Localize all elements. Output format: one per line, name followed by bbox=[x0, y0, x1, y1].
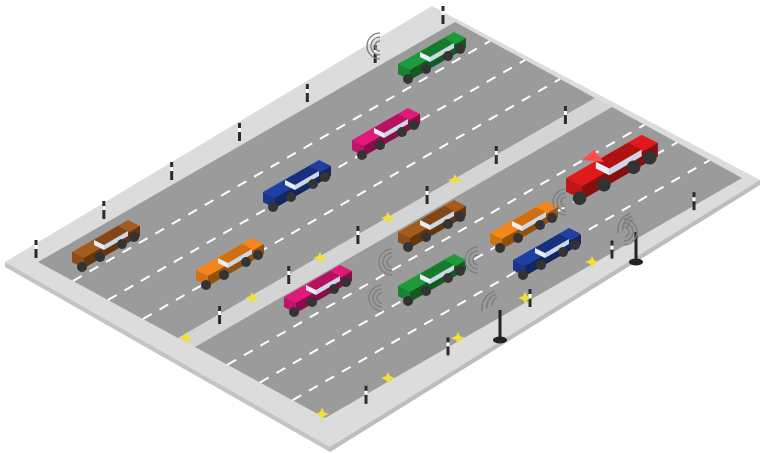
delineator-post-icon bbox=[442, 6, 445, 24]
wheel bbox=[518, 270, 528, 280]
wheel bbox=[455, 266, 465, 276]
delineator-post-icon bbox=[218, 306, 221, 324]
wheel bbox=[219, 270, 229, 280]
wheel bbox=[320, 172, 330, 182]
wheel bbox=[403, 296, 413, 306]
delineator-post-icon bbox=[287, 266, 290, 284]
wheel bbox=[570, 240, 580, 250]
wheel bbox=[421, 286, 431, 296]
wheel bbox=[357, 150, 367, 160]
wheel bbox=[268, 202, 278, 212]
delineator-post-icon bbox=[693, 192, 696, 210]
delineator-post-icon bbox=[365, 386, 368, 404]
wheel bbox=[643, 151, 657, 165]
wheel bbox=[286, 192, 296, 202]
wheel bbox=[495, 243, 505, 253]
delineator-post-icon bbox=[102, 201, 105, 219]
wheel bbox=[421, 232, 431, 242]
wheel bbox=[573, 192, 587, 206]
wheel bbox=[443, 273, 453, 283]
wheel bbox=[443, 51, 453, 61]
wheel bbox=[253, 250, 263, 260]
wheel bbox=[397, 127, 407, 137]
wheel bbox=[375, 140, 385, 150]
delineator-post-icon bbox=[495, 146, 498, 164]
wheel bbox=[201, 280, 211, 290]
wheel bbox=[627, 160, 641, 174]
wheel bbox=[129, 232, 139, 242]
delineator-post-icon bbox=[170, 162, 173, 180]
wheel bbox=[547, 213, 557, 223]
wheel bbox=[307, 297, 317, 307]
wheel bbox=[455, 212, 465, 222]
wheel bbox=[77, 262, 87, 272]
wheel bbox=[289, 307, 299, 317]
wheel bbox=[536, 260, 546, 270]
delineator-post-icon bbox=[611, 241, 614, 259]
wheel bbox=[558, 247, 568, 257]
delineator-post-icon bbox=[306, 84, 309, 102]
wheel bbox=[409, 120, 419, 130]
wheel bbox=[443, 219, 453, 229]
wheel bbox=[535, 220, 545, 230]
delineator-post-icon bbox=[426, 186, 429, 204]
wheel bbox=[513, 233, 523, 243]
wheel bbox=[403, 74, 413, 84]
wheel bbox=[117, 239, 127, 249]
delineator-post-icon bbox=[238, 123, 241, 141]
wheel bbox=[421, 64, 431, 74]
wheel bbox=[329, 284, 339, 294]
wheel bbox=[341, 277, 351, 287]
wheel bbox=[308, 179, 318, 189]
delineator-post-icon bbox=[447, 337, 450, 355]
wheel bbox=[95, 252, 105, 262]
wheel bbox=[241, 257, 251, 267]
delineator-post-icon bbox=[564, 106, 567, 124]
wheel bbox=[455, 44, 465, 54]
delineator-post-icon bbox=[35, 240, 38, 258]
wheel bbox=[597, 178, 611, 192]
delineator-post-icon bbox=[356, 226, 359, 244]
wheel bbox=[403, 242, 413, 252]
